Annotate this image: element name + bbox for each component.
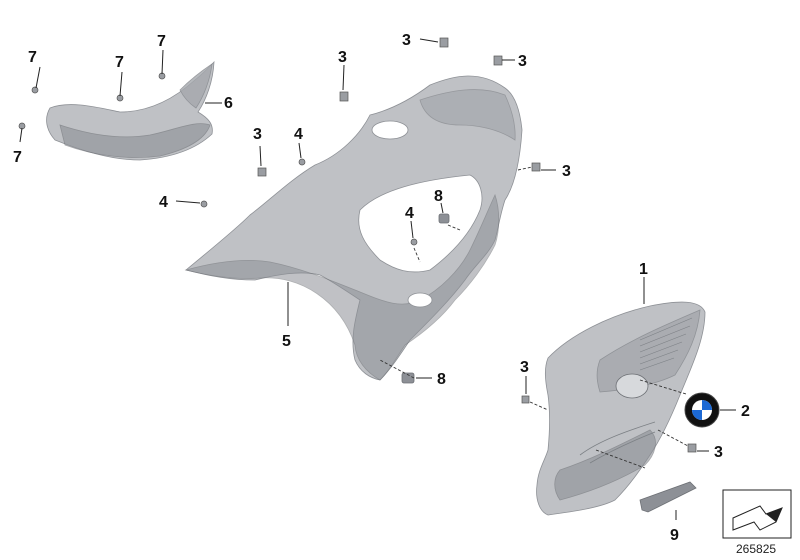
callout-3: 3 (253, 126, 262, 143)
callout-5: 5 (282, 333, 291, 350)
callout-7: 7 (115, 54, 124, 71)
image-number: 265825 (736, 542, 776, 556)
callout-7: 7 (13, 149, 22, 166)
callout-4: 4 (405, 205, 414, 222)
callout-3: 3 (714, 444, 723, 461)
grille (639, 317, 693, 371)
callout-7: 7 (28, 49, 37, 66)
leader-lines (19, 38, 736, 520)
part-5-side-panel (184, 75, 523, 381)
part-1-front-panel (536, 301, 706, 516)
callout-4: 4 (294, 126, 303, 143)
callout-1: 1 (639, 261, 648, 278)
arrow-symbol-icon (722, 489, 792, 539)
part-4-screws (200, 158, 418, 246)
part-6-cover (46, 60, 215, 161)
callout-3: 3 (402, 32, 411, 49)
callout-3: 3 (520, 359, 529, 376)
callout-4: 4 (159, 194, 168, 211)
bmw-logo-icon (684, 392, 720, 428)
callout-8: 8 (434, 188, 443, 205)
callout-7: 7 (157, 33, 166, 50)
dashed-assembly-lines (379, 166, 689, 469)
callout-3: 3 (518, 53, 527, 70)
callout-6: 6 (224, 95, 233, 112)
callout-8: 8 (437, 371, 446, 388)
part-9-strip (639, 481, 697, 513)
callout-3: 3 (562, 163, 571, 180)
callout-3: 3 (338, 49, 347, 66)
callout-labels: 7 7 7 7 6 3 3 3 3 3 4 4 8 4 5 8 1 3 2 3 … (13, 32, 750, 544)
callout-9: 9 (670, 527, 679, 544)
callout-2: 2 (741, 403, 750, 420)
part-3-clips (257, 37, 697, 453)
